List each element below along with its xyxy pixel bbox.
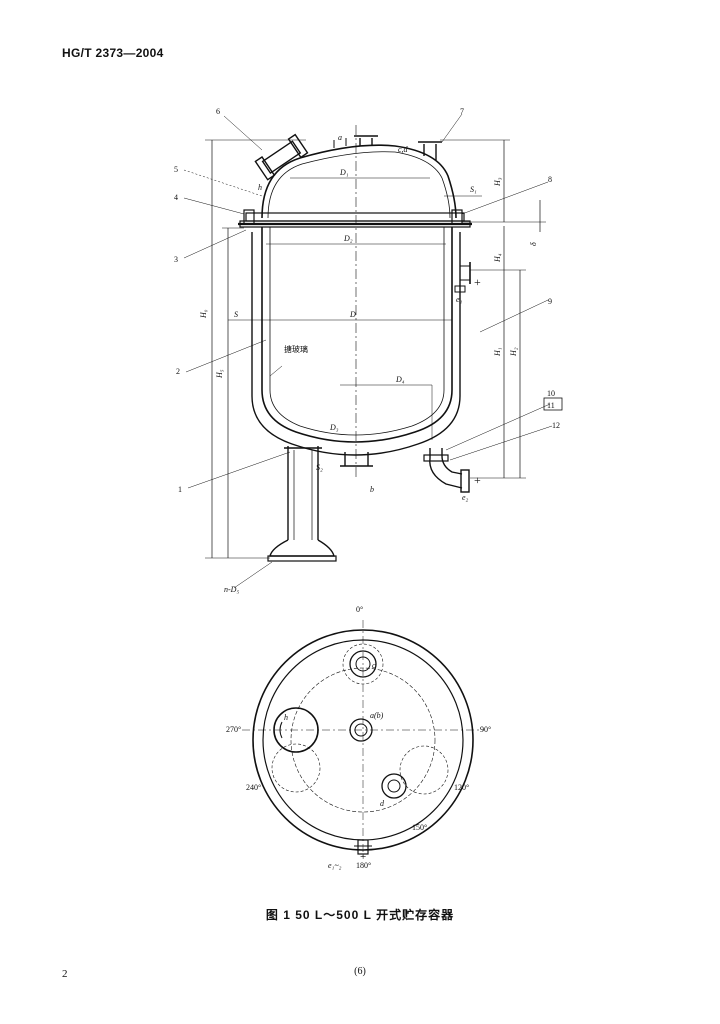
- plan-sight-glass: [273, 707, 319, 753]
- lug-left: [243, 209, 255, 225]
- bottom-outlet: [340, 452, 373, 467]
- dim-H0: H₀: [199, 309, 208, 319]
- upper-jacket-nozzle: [459, 265, 471, 281]
- plan-label-ab: a(b): [370, 711, 384, 720]
- nozzle-cd: c,d: [398, 145, 409, 154]
- dim-D: D: [349, 310, 356, 319]
- dim-delta: δ: [529, 242, 538, 246]
- body-shell: [261, 227, 453, 443]
- enamel-label: 搪玻璃: [284, 344, 308, 354]
- dim-H4: H₄: [493, 253, 502, 263]
- callout-5: 5: [174, 165, 178, 174]
- nozzle-e1: e₁: [456, 295, 463, 304]
- callout-2: 2: [176, 367, 180, 376]
- center-number: (6): [354, 966, 366, 977]
- angle-120: 120°: [454, 783, 469, 792]
- dim-D1: D₁: [339, 168, 349, 177]
- angle-150: 150°: [412, 823, 427, 832]
- top-nozzle-a: [354, 135, 378, 146]
- dim-D4: D₄: [395, 375, 405, 384]
- dim-H3: H₃: [493, 177, 502, 187]
- callout-10: 10: [547, 389, 555, 398]
- figure-caption: 图 1 50 L～500 L 开式贮存容器: [265, 908, 455, 922]
- angle-180: 180°: [356, 861, 371, 870]
- angle-90: 90°: [480, 725, 491, 734]
- callout-7: 7: [460, 107, 464, 116]
- nozzle-e2: e₂: [462, 493, 469, 502]
- dim-nD5: n-D₅: [224, 585, 239, 594]
- dim-S: S: [234, 310, 238, 319]
- jacket: [251, 232, 461, 456]
- jacket-elbow: [429, 448, 463, 489]
- nozzle-a: a: [338, 133, 342, 142]
- lug-right: [451, 209, 463, 225]
- dim-D3: D₃: [329, 423, 339, 432]
- angle-240: 240°: [246, 783, 261, 792]
- standard-code: HG/T 2373—2004: [62, 46, 164, 60]
- callout-9: 9: [548, 297, 552, 306]
- elevation-labels: 6 7 5 4 3 2 1 8 9 10 11 12 D₁ D₂ D D₄ D₃…: [174, 107, 560, 594]
- plan-nozzle-ab: [349, 718, 373, 742]
- plan-label-h: h: [284, 713, 288, 722]
- elevation-view: [183, 113, 563, 589]
- top-head: [261, 144, 457, 219]
- angle-0: 0°: [356, 605, 363, 614]
- nozzle-b: b: [370, 485, 374, 494]
- dim-S1: S₁: [470, 185, 477, 194]
- dim-H1: H₁: [493, 347, 502, 357]
- top-flange: [245, 212, 465, 222]
- plan-view: [242, 620, 484, 858]
- support-leg: [284, 446, 322, 540]
- dim-D2: D₂: [343, 234, 353, 243]
- callout-8: 8: [548, 175, 552, 184]
- plan-label-c: c: [372, 661, 376, 670]
- plan-label-e: e₁~₂: [328, 861, 342, 870]
- top-nozzle-cd: [418, 141, 442, 160]
- dim-H2: H₂: [509, 347, 518, 357]
- plus-upper: +: [474, 275, 481, 289]
- angle-270: 270°: [226, 725, 241, 734]
- nozzle-h: h: [258, 183, 262, 192]
- callout-6: 6: [216, 107, 220, 116]
- page-number: 2: [62, 968, 68, 980]
- plus-lower: +: [474, 473, 481, 487]
- callout-12: 12: [552, 421, 560, 430]
- dim-S2: S₂: [316, 463, 323, 472]
- callout-1: 1: [178, 485, 182, 494]
- callout-4: 4: [174, 193, 178, 202]
- plan-label-d: d: [380, 799, 385, 808]
- plan-nozzle-e: [357, 839, 369, 855]
- callout-3: 3: [174, 255, 178, 264]
- plan-labels: 0° 90° 120° 150° 180° 240° 270° c a(b) h…: [226, 605, 491, 870]
- plan-plus: +: [360, 851, 366, 863]
- plan-nozzle-d: [381, 773, 407, 799]
- callout-11: 11: [547, 401, 555, 410]
- sight-glass: [254, 133, 309, 181]
- dim-H5: H₅: [215, 369, 224, 379]
- plan-nozzle-c: [349, 650, 377, 678]
